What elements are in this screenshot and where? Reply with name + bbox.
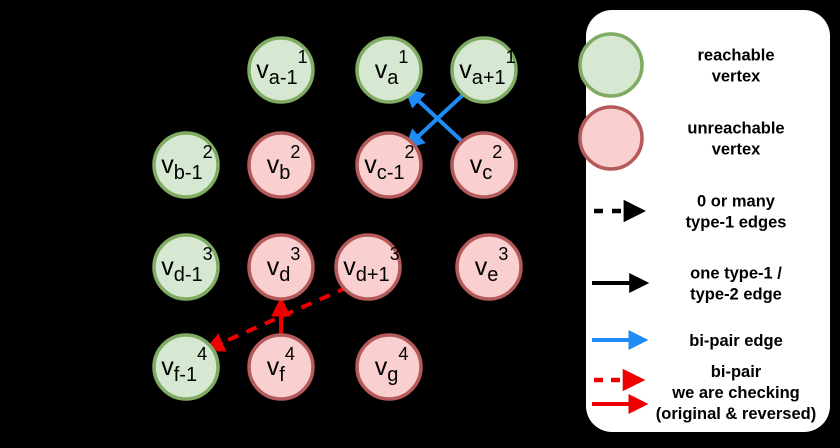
legend-one-type-edge: one type-1 / type-2 edge [592, 265, 782, 304]
edge-bi-pair [404, 90, 468, 150]
legend-marker-circle-green-icon [578, 32, 644, 98]
legend-marker-circle-red-icon [578, 105, 644, 171]
node-circle-unreachable [455, 233, 523, 301]
legend-layer: reachable vertex unreachable vertex 0 or man… [578, 10, 830, 432]
node-label: vf4 [267, 344, 295, 386]
graph-node[interactable]: va+11 [450, 36, 518, 104]
node-circle-reachable [152, 233, 220, 301]
node-label: vc2 [470, 142, 503, 184]
node-circle-reachable [450, 36, 518, 104]
node-circle-reachable [247, 36, 315, 104]
node-label: vd3 [267, 244, 301, 286]
node-label: vd-13 [161, 244, 212, 286]
graph-node[interactable]: vb2 [247, 131, 315, 199]
legend-label: 0 or many [697, 193, 776, 211]
graph-node[interactable]: vf-14 [152, 333, 220, 401]
graph-node[interactable]: va1 [355, 36, 423, 104]
legend-label: vertex [712, 68, 761, 86]
node-circle-unreachable [355, 333, 423, 401]
node-label: va-11 [256, 47, 307, 89]
node-label: vg4 [375, 344, 409, 386]
node-circle-unreachable [247, 131, 315, 199]
node-label: ve3 [475, 244, 509, 286]
node-label: va+11 [459, 47, 515, 89]
node-circle-reachable [355, 36, 423, 104]
node-label: vd+13 [343, 244, 399, 286]
graph-node[interactable]: va-11 [247, 36, 315, 104]
legend-label: reachable [697, 47, 774, 65]
graph-node[interactable]: vd+13 [334, 233, 402, 301]
legend-marker-arrow-dashed-and-solid-red-icon [592, 368, 649, 414]
graph-node[interactable]: vg4 [355, 333, 423, 401]
node-circle-reachable [152, 131, 220, 199]
legend-label: one type-1 / [690, 265, 782, 283]
nodes-layer: va-11 va1 va+11 vb-12 vb2 vc-12 vc2 vd-13 vd3 vd+… [152, 36, 523, 401]
edge-checking [204, 285, 349, 352]
node-label: vf-14 [161, 344, 207, 386]
legend-label: vertex [712, 141, 761, 159]
node-circle-unreachable [247, 333, 315, 401]
node-circle-unreachable [450, 131, 518, 199]
legend-background [586, 10, 830, 432]
legend-label: bi-pair [711, 363, 762, 381]
legend-label: unreachable [687, 120, 784, 138]
graph-node[interactable]: vf4 [247, 333, 315, 401]
node-circle-unreachable [247, 233, 315, 301]
graph-node[interactable]: ve3 [455, 233, 523, 301]
edges-layer [204, 87, 468, 352]
graph-node[interactable]: vc-12 [355, 131, 423, 199]
node-label: vb2 [267, 142, 301, 184]
graph-node[interactable]: vd-13 [152, 233, 220, 301]
node-circle-unreachable [355, 131, 423, 199]
legend-label: type-2 edge [690, 286, 782, 304]
graph-node[interactable]: vd3 [247, 233, 315, 301]
legend-label: we are checking [671, 384, 799, 402]
node-label: va1 [375, 47, 409, 89]
legend-bipair-edge: bi-pair edge [592, 330, 783, 350]
node-circle-reachable [152, 333, 220, 401]
node-label: vc-12 [364, 142, 414, 184]
legend-label: (original & reversed) [656, 405, 816, 423]
legend-unreachable: unreachable vertex [578, 105, 785, 171]
legend-type1-many: 0 or many type-1 edges [594, 193, 786, 232]
legend-label: type-1 edges [686, 214, 787, 232]
legend-reachable: reachable vertex [578, 32, 775, 98]
node-circle-unreachable [334, 233, 402, 301]
legend-label: bi-pair edge [689, 332, 783, 350]
node-label: vb-12 [161, 142, 212, 184]
graph-node[interactable]: vc2 [450, 131, 518, 199]
graph-node[interactable]: vb-12 [152, 131, 220, 199]
legend-checking: bi-pair we are checking (original & revers… [592, 363, 816, 423]
